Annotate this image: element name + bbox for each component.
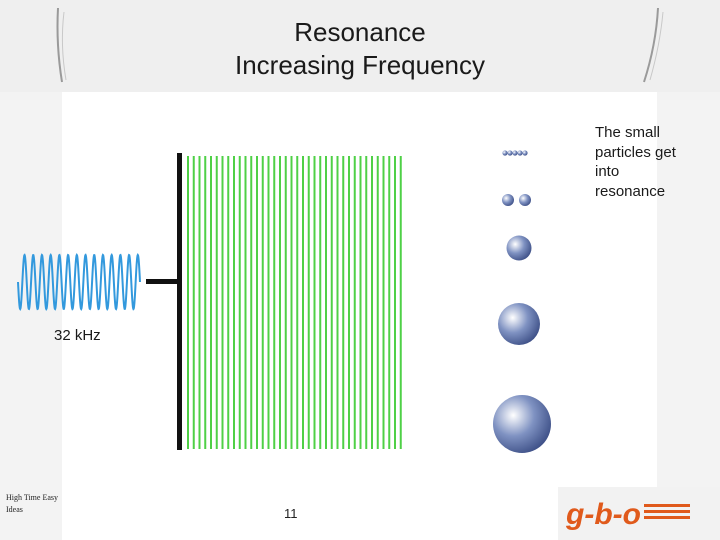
transducer [146, 153, 182, 450]
annotation-line-4: resonance [595, 182, 666, 200]
particle-icon [512, 150, 518, 156]
transducer-rod [146, 279, 179, 284]
wave-line [261, 156, 264, 449]
wave-line [319, 156, 322, 449]
particle-icon [507, 150, 513, 156]
slide-title: Resonance Increasing Frequency [0, 16, 720, 82]
title-line-2: Increasing Frequency [234, 50, 486, 80]
page-number: 11 [284, 506, 298, 521]
title-line-1: Resonance [294, 17, 426, 47]
particle-icon [519, 194, 531, 206]
wave-line [198, 156, 201, 449]
wave-line [273, 156, 276, 449]
wave-line [336, 156, 339, 449]
particles [493, 150, 551, 453]
wave-line [382, 156, 385, 449]
wave-line [302, 156, 304, 449]
annotation-line-3: into [595, 163, 620, 180]
footer-note: High Time Easy Ideas [6, 492, 64, 516]
particle-icon [506, 235, 532, 261]
resonance-illustration [17, 150, 551, 453]
particle-icon [517, 150, 523, 156]
particle-icon [522, 150, 528, 156]
wave-line [290, 156, 293, 449]
wave-line [342, 156, 345, 449]
wave-line [399, 156, 402, 449]
wave-line [256, 156, 258, 449]
annotation-line-1: The small [595, 124, 661, 141]
wave-line [394, 156, 396, 449]
wave-line [376, 156, 379, 449]
wave-line [359, 156, 362, 449]
wave-line [215, 156, 218, 449]
wave-line [267, 156, 270, 449]
logo-text: g-b-o [565, 498, 641, 531]
wave-line [313, 156, 316, 449]
header-band [0, 0, 720, 92]
wave-line [244, 156, 247, 449]
right-panel [657, 92, 720, 487]
annotation-text: The small particles get into resonance [595, 123, 705, 201]
wave-line [388, 156, 391, 449]
wave-line [210, 156, 212, 449]
particle-icon [502, 194, 514, 206]
particle-icon [502, 150, 508, 156]
wave-line [325, 156, 327, 449]
standing-wave-lines [187, 156, 402, 449]
particle-icon [498, 303, 540, 345]
wave-line [307, 156, 310, 449]
wave-line [204, 156, 207, 449]
footer-note-line-1: High Time Easy [6, 493, 59, 502]
wave-line [296, 156, 299, 449]
wave-line [192, 156, 195, 449]
sine-wave-icon [17, 253, 141, 311]
wave-line [233, 156, 235, 449]
wave-line [221, 156, 224, 449]
wave-line [238, 156, 241, 449]
wave-line [279, 156, 281, 449]
wave-line [227, 156, 230, 449]
wave-line [371, 156, 373, 449]
frequency-label: 32 kHz [54, 327, 101, 344]
wave-line [330, 156, 333, 449]
particle-icon [493, 395, 551, 453]
footer-note-line-2: Ideas [6, 505, 23, 514]
logo-box: g-b-o [558, 487, 720, 540]
header-frame [56, 7, 664, 83]
wave-line [250, 156, 253, 449]
wave-line [365, 156, 368, 449]
annotation-line-2: particles get [595, 143, 676, 161]
transducer-plate [177, 153, 182, 450]
wave-line [353, 156, 356, 449]
wave-line [187, 156, 189, 449]
footer-left [0, 487, 62, 540]
logo-icon: g-b-o [565, 498, 690, 531]
wave-line [284, 156, 287, 449]
wave-line [348, 156, 350, 449]
